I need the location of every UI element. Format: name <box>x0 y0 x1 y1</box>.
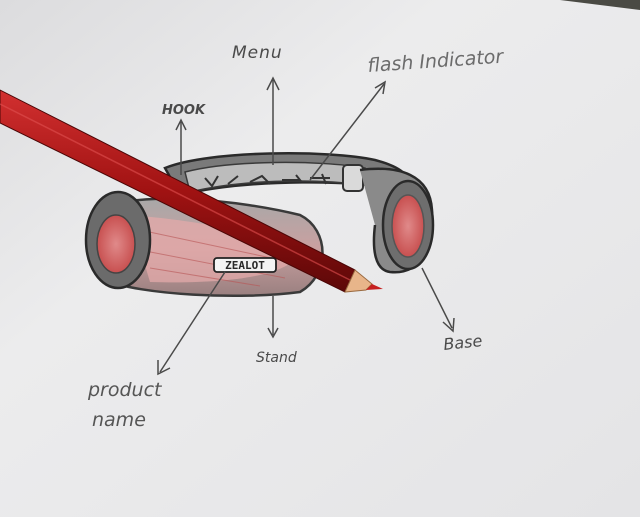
annotation-arrows <box>157 76 455 376</box>
device-sketch: ZEALOT <box>84 152 435 298</box>
paper-corner-shadow <box>560 0 640 10</box>
label-hook: HOOK <box>162 103 206 118</box>
brand-plate <box>213 257 277 273</box>
base-face <box>391 194 425 258</box>
left-end-face <box>96 214 136 274</box>
hook-arrowhead <box>175 118 187 131</box>
label-menu: Menu <box>232 43 283 63</box>
menu-glyphs <box>204 173 330 188</box>
base-arrowhead <box>442 317 455 333</box>
flash-arrowhead <box>374 80 387 95</box>
label-stand: Stand <box>256 350 297 366</box>
label-base: Base <box>442 331 483 354</box>
pencil-lead <box>366 284 383 290</box>
flash-arrow <box>309 83 385 181</box>
label-product-line1: product <box>87 379 163 401</box>
label-product-line2: name <box>92 409 146 431</box>
product-arrowhead <box>157 360 171 376</box>
base-arrow <box>421 267 453 329</box>
brand-text: ZEALOT <box>225 259 265 272</box>
product-arrow <box>159 271 226 373</box>
red-pencil <box>0 89 383 293</box>
menu-arrowhead <box>266 76 280 91</box>
stand-arrowhead <box>267 327 279 339</box>
